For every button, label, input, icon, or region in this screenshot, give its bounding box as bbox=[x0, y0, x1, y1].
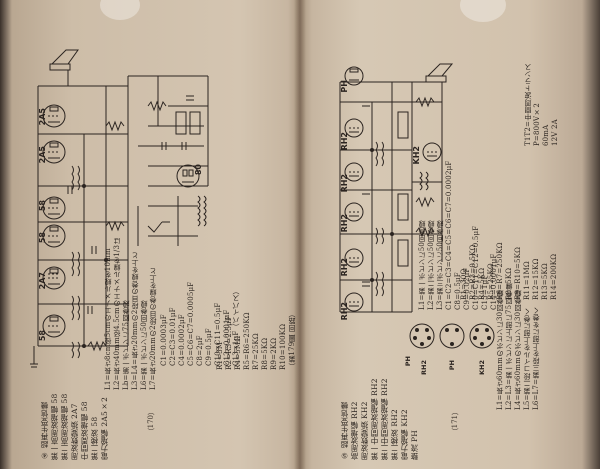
left-circuit-diagram bbox=[30, 49, 209, 368]
page-number: （170） bbox=[147, 407, 155, 435]
socket-label: PH bbox=[448, 360, 456, 371]
tube-58-b bbox=[42, 224, 66, 248]
tube-label: RH2 bbox=[340, 258, 349, 277]
tube-label: RH2 bbox=[340, 174, 349, 193]
tube-80 bbox=[176, 164, 200, 188]
tube-rh2-d bbox=[344, 248, 364, 268]
tube-label: RH2 bbox=[340, 214, 349, 233]
page-number: （171） bbox=[451, 407, 459, 435]
tube-rh2-a bbox=[344, 118, 364, 138]
tube-socket-diagrams bbox=[409, 323, 495, 349]
tube-ph bbox=[344, 66, 364, 86]
tube-label: 2A5 bbox=[38, 146, 47, 164]
tube-label: PH bbox=[404, 356, 412, 367]
tube-rh2-b bbox=[344, 162, 364, 182]
tube-58-c bbox=[42, 314, 66, 338]
tube-58-a bbox=[42, 196, 66, 220]
right-coil-notes: L1=長さ60mmのボビンに30回巻線 L2=L3=第一ボビンに上部に75回巻線… bbox=[496, 283, 540, 410]
tube-label: RH2 bbox=[340, 132, 349, 151]
tube-kh2 bbox=[422, 142, 442, 162]
paper-stain bbox=[460, 0, 506, 22]
book-gutter bbox=[294, 0, 306, 469]
tube-2a5-a bbox=[42, 104, 66, 128]
left-capacitor-list: C1=0.0003μF C2=C3=0.01μF C4=0.0002μF C5=… bbox=[160, 281, 240, 366]
paper-stain bbox=[100, 0, 140, 20]
tube-2a7 bbox=[42, 266, 66, 290]
socket-kh2 bbox=[469, 323, 495, 349]
right-heading-block: ⑤ 超再生受信機 高周波増幅 RH2 周波数變換 KH2 第一中間周波増幅 RH… bbox=[340, 378, 419, 460]
tube-label: 80 bbox=[194, 164, 203, 176]
socket-label: KH2 bbox=[478, 360, 486, 375]
tube-2a5-b bbox=[42, 140, 66, 164]
tube-label: PH bbox=[340, 80, 349, 93]
right-page: RH2 PH KH2 PH RH2 RH2 RH2 RH2 RH2 KH2 PH… bbox=[300, 0, 600, 469]
socket-label: RH2 bbox=[420, 360, 428, 375]
socket-ph bbox=[439, 323, 465, 349]
speaker-icon bbox=[425, 63, 454, 83]
right-transformer-notes: T1T2=中間周波トランス P=800V×2 60mA 12V 2A bbox=[524, 63, 559, 146]
tube-label: 58 bbox=[38, 232, 47, 244]
tube-label: 58 bbox=[38, 200, 47, 212]
tube-rh2-c bbox=[344, 202, 364, 222]
left-coil-list: L1=長さ8cm径5cmのエナメル線を10mm L2=長さ40mm径4.5cmの… bbox=[104, 237, 157, 390]
left-heading-block: ④ 超再生受信機 第一高周波増幅 58 第二高周波増幅 58 周波数變換 2A7… bbox=[40, 393, 109, 460]
tube-label: RH2 bbox=[340, 302, 349, 321]
socket-rh2 bbox=[409, 323, 435, 349]
right-circuit-diagram bbox=[339, 63, 454, 313]
speaker-icon bbox=[49, 49, 79, 71]
right-capacitor-list: L1=第一ボビンに50回巻線 L2=第二ボビンに50回巻線 L3=第三ボビンに5… bbox=[418, 160, 498, 310]
tube-label: 2A5 bbox=[38, 108, 47, 126]
tube-rh2-e bbox=[344, 292, 364, 312]
left-page: 2A5 2A5 58 58 2A7 58 80 R1=3M R2=R3=2.5μ… bbox=[30, 0, 240, 460]
tube-label: 2A7 bbox=[38, 272, 47, 290]
tube-label: 58 bbox=[38, 330, 47, 342]
